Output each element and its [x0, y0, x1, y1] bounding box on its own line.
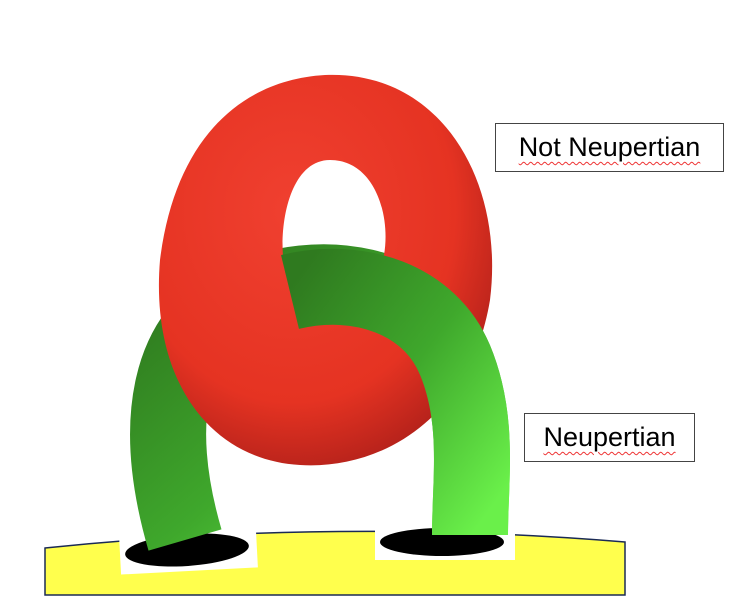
neupertian-label: Neupertian [524, 413, 695, 462]
label-text: Neupertian [543, 422, 676, 452]
label-text: Not Neupertian [518, 132, 701, 162]
green-arch-front [281, 248, 510, 536]
not-neupertian-label: Not Neupertian [495, 123, 724, 172]
red-torus [158, 74, 493, 466]
